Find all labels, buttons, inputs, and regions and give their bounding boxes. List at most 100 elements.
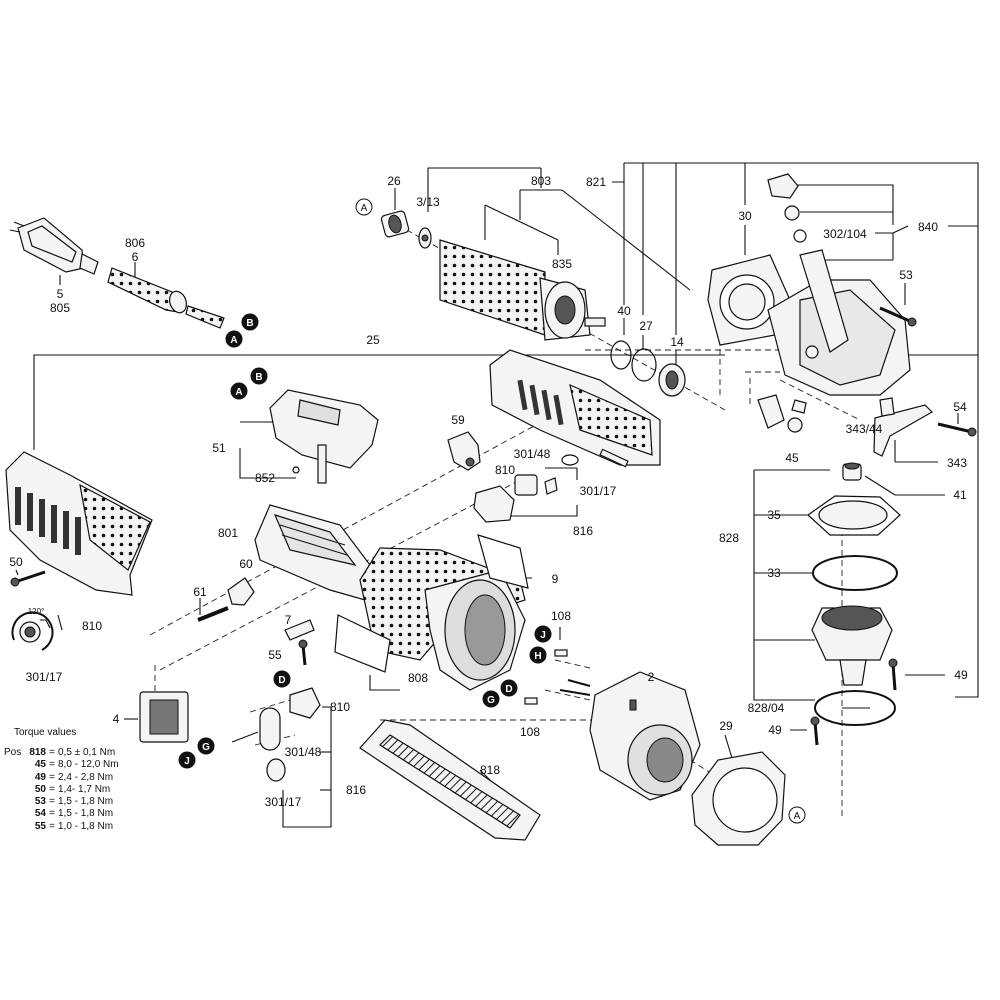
slider-icon <box>284 619 315 641</box>
label-9-icon <box>477 534 529 589</box>
marker-h: H <box>529 646 547 664</box>
callout: 835 <box>552 257 572 271</box>
svg-text:A: A <box>794 811 801 822</box>
gasket-icon <box>807 495 901 536</box>
callout: 54 <box>953 400 967 414</box>
callout: 2 <box>648 670 655 684</box>
torque-value: 1,0 - 1,8 Nm <box>58 820 114 832</box>
connectors-icon <box>524 649 591 705</box>
svg-text:G: G <box>202 742 210 753</box>
callout: 29 <box>719 719 733 733</box>
screw-54-icon <box>937 422 977 437</box>
callout: 49 <box>768 723 782 737</box>
spring-icon <box>266 758 286 782</box>
callout: 840 <box>918 220 938 234</box>
callout: 810 <box>495 463 515 477</box>
svg-text:B: B <box>255 372 262 383</box>
marker-b: B <box>241 313 259 331</box>
callout: 301/17 <box>26 670 63 684</box>
callout: 59 <box>451 413 465 427</box>
switch-lever-icon <box>227 577 255 606</box>
brush-holder-816-icon <box>473 485 515 523</box>
needle-bearing-icon <box>842 462 862 481</box>
motor-frame-icon <box>254 504 371 601</box>
torque-value: 1,5 - 1,8 Nm <box>58 808 114 820</box>
callout: 6 <box>132 250 139 264</box>
armature-icon <box>439 239 606 341</box>
marker-j: J <box>534 625 552 643</box>
callout: 808 <box>408 671 428 685</box>
screw-50-icon <box>10 570 46 587</box>
callout: 818 <box>480 763 500 777</box>
torque-pos-label: Pos <box>4 747 22 758</box>
carbon-brush-icon <box>514 454 579 496</box>
callout: 4 <box>113 712 120 726</box>
torque-value: 0,5 ± 0,1 Nm <box>58 747 116 758</box>
marker-a-open: A <box>355 198 373 216</box>
callout: 55 <box>268 648 282 662</box>
callout: 806 <box>125 236 145 250</box>
screw-53-icon <box>879 306 917 327</box>
callout: 343/44 <box>846 422 883 436</box>
o-ring-lower-icon <box>814 690 896 726</box>
motor-housing-icon <box>359 547 526 691</box>
callout: 41 <box>953 488 967 502</box>
torque-pos: 53 <box>34 796 46 808</box>
callout: 49 <box>954 668 968 682</box>
marker-a-open: A <box>788 806 806 824</box>
lock-rod-icon <box>197 606 229 622</box>
callout: 45 <box>785 451 799 465</box>
svg-text:J: J <box>540 630 546 641</box>
callout: 301/17 <box>580 484 617 498</box>
small-bearing-icon <box>418 227 432 249</box>
bearing-icon <box>380 210 410 238</box>
svg-text:A: A <box>230 335 237 346</box>
callout: 26 <box>387 174 401 188</box>
carbon-brush-lower-icon <box>231 687 321 751</box>
spindle-assembly-icon <box>811 605 893 686</box>
svg-text:J: J <box>184 756 190 767</box>
torque-value: 1,5 - 1,8 Nm <box>58 796 114 808</box>
callout: 852 <box>255 471 275 485</box>
callout: 108 <box>551 609 571 623</box>
torque-values-table: Torque values Pos 818 = 0,5 ± 0,1 Nm 45 … <box>4 727 154 833</box>
torque-pos: 50 <box>34 783 46 795</box>
callout: 51 <box>212 441 226 455</box>
label-808-icon <box>334 614 391 673</box>
marker-a: A <box>230 382 248 400</box>
svg-text:A: A <box>361 203 368 214</box>
torque-value: 2,4 - 2,8 Nm <box>58 771 114 783</box>
callout: 53 <box>899 268 913 282</box>
callout: 33 <box>767 566 781 580</box>
torque-row: 53 = 1,5 - 1,8 Nm <box>4 796 154 808</box>
torque-row: Pos 818 = 0,5 ± 0,1 Nm <box>4 747 154 759</box>
callout: 108 <box>520 725 540 739</box>
switch-icon <box>139 691 189 743</box>
callout: 801 <box>218 526 238 540</box>
cable-clip-icon <box>11 611 54 651</box>
torque-row: 49 = 2,4 - 2,8 Nm <box>4 772 154 784</box>
stator-icon <box>589 671 701 801</box>
pinion-icon <box>757 394 807 433</box>
brush-holder-icon <box>447 431 481 471</box>
callout: 302/104 <box>823 227 867 241</box>
callout: 35 <box>767 508 781 522</box>
gear-housing-icon <box>767 173 911 396</box>
torque-pos: 45 <box>34 759 46 771</box>
callout: 301/48 <box>285 745 322 759</box>
callout: 60 <box>239 557 253 571</box>
torque-pos: 54 <box>34 808 46 820</box>
callout: 301/17 <box>265 795 302 809</box>
marker-a: A <box>225 330 243 348</box>
marker-g: G <box>197 737 215 755</box>
bottom-cover-icon <box>359 719 541 841</box>
torque-pos: 818 <box>29 747 46 758</box>
callout: 40 <box>617 304 631 318</box>
leader-lines <box>15 162 979 828</box>
callout: 27 <box>639 319 653 333</box>
callout: 828 <box>719 531 739 545</box>
upper-housing-icon <box>489 349 661 468</box>
rear-cover-icon <box>5 451 153 596</box>
callout: 803 <box>531 174 551 188</box>
